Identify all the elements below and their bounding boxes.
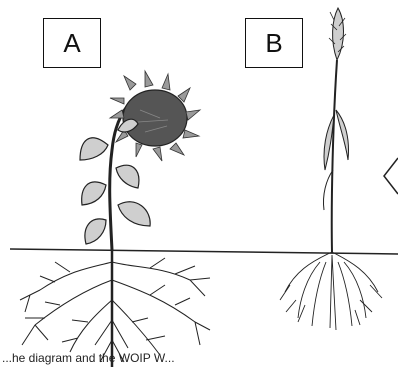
label-plant-b: B [245,18,303,68]
caption-text: ...he diagram and the WOIP W... [2,351,175,365]
label-plant-a: A [43,18,101,68]
ground-line [10,249,398,254]
chevron-left-icon [384,158,398,194]
sunflower-icon [20,71,210,367]
